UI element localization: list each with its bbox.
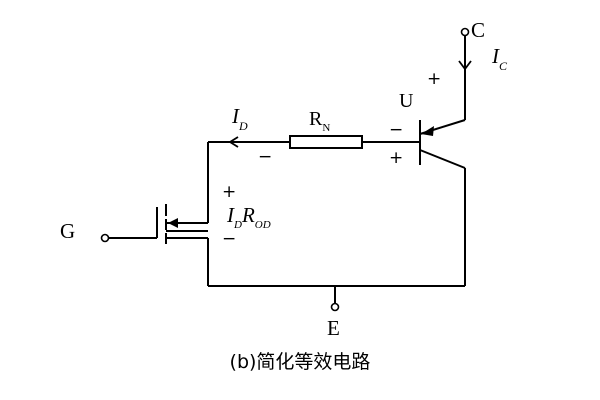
terminal-e[interactable]: [330, 302, 340, 312]
ic-arrow: [458, 60, 472, 71]
caption: (b)简化等效电路: [230, 351, 371, 373]
label-id: ID: [231, 104, 248, 133]
label-g: G: [60, 219, 75, 243]
resistor-rn: [289, 135, 363, 149]
label-u: U: [399, 90, 414, 112]
label-c: C: [471, 18, 485, 42]
sign-minus-base: −: [389, 120, 403, 140]
terminal-c[interactable]: [460, 27, 470, 37]
bjt-arrow: [421, 126, 434, 136]
sign-plus-mosfet: +: [222, 182, 236, 202]
label-voltage-drop: IDROD: [226, 203, 271, 231]
sign-minus-mosfet: −: [222, 229, 236, 249]
sign-minus-top: −: [258, 147, 272, 167]
bjt-emitter-leg: [419, 149, 466, 169]
label-rn: RN: [309, 108, 330, 134]
mosfet-arrow: [168, 218, 178, 228]
terminal-g[interactable]: [100, 233, 110, 243]
id-arrow: [228, 136, 239, 148]
sign-plus-ic: +: [427, 69, 441, 89]
sign-plus-base: +: [389, 148, 403, 168]
label-e: E: [327, 316, 340, 340]
label-ic: IC: [491, 44, 508, 73]
